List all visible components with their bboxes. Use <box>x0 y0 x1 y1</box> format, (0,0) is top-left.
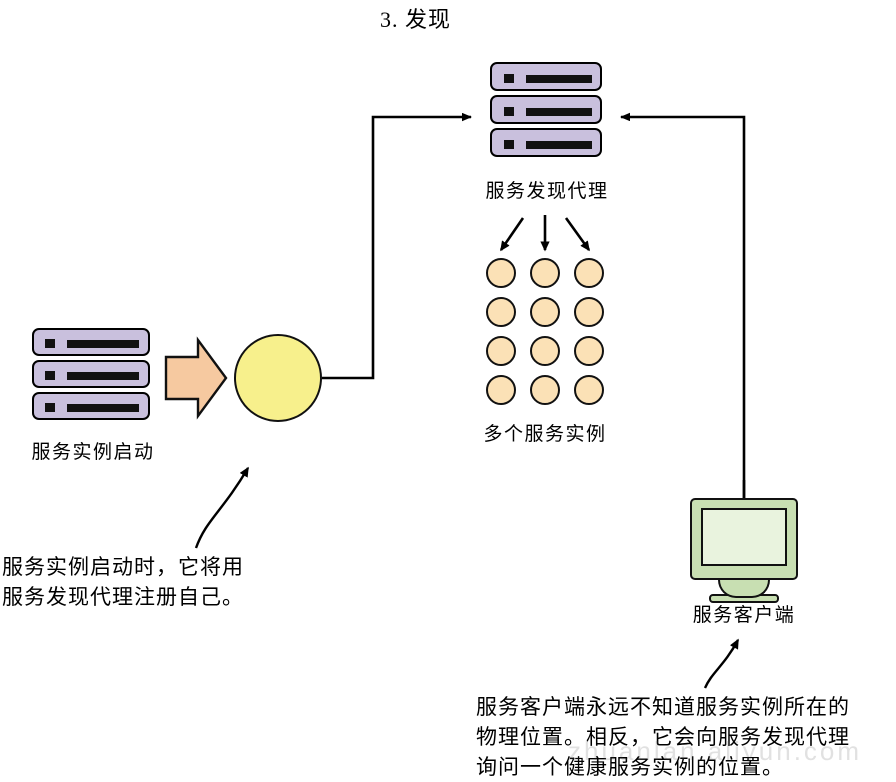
instance-circle-icon[interactable] <box>574 336 604 366</box>
left-note-text: 服务实例启动时，它将用 服务发现代理注册自己。 <box>2 555 244 609</box>
service-instance-startup-node[interactable] <box>32 328 150 424</box>
server-led-icon <box>45 371 55 380</box>
service-client-label: 服务客户端 <box>692 605 796 626</box>
instance-circle-icon[interactable] <box>530 258 560 288</box>
server-unit <box>32 392 150 420</box>
server-bar-icon <box>526 75 592 83</box>
server-led-icon <box>45 403 55 412</box>
block-arrow-right-icon <box>164 336 228 420</box>
service-instance-startup-label: 服务实例启动 <box>31 442 155 463</box>
server-bar-icon <box>67 340 139 348</box>
yellow-circle-icon[interactable] <box>234 334 322 422</box>
page-title: 3. 发现 <box>380 7 452 32</box>
left-note-callout <box>194 466 250 549</box>
registration-line <box>322 112 472 380</box>
instance-circle-icon[interactable] <box>530 375 560 405</box>
agent-to-instances-arrow-left <box>499 217 525 252</box>
server-bar-icon <box>67 372 139 380</box>
server-bar-icon <box>526 108 592 116</box>
instance-circle-icon[interactable] <box>574 375 604 405</box>
discovery-agent-label: 服务发现代理 <box>485 181 609 202</box>
monitor-screen-icon <box>701 508 787 566</box>
instance-circle-icon[interactable] <box>486 336 516 366</box>
server-unit <box>490 62 602 91</box>
instance-circle-icon[interactable] <box>486 258 516 288</box>
server-unit <box>490 95 602 124</box>
server-unit <box>490 128 602 157</box>
discovery-agent-node[interactable] <box>490 62 602 161</box>
server-led-icon <box>504 140 514 149</box>
instance-circle-icon[interactable] <box>574 258 604 288</box>
right-note-callout <box>703 638 740 689</box>
instance-circle-icon[interactable] <box>486 375 516 405</box>
server-bar-icon <box>67 404 139 412</box>
monitor-icon <box>690 498 798 580</box>
instance-circle-icon[interactable] <box>574 297 604 327</box>
instance-circle-icon[interactable] <box>530 297 560 327</box>
server-bar-icon <box>526 141 592 149</box>
agent-to-instances-arrow-right <box>564 217 591 252</box>
client-query-line <box>620 112 746 498</box>
server-led-icon <box>45 339 55 348</box>
instance-circle-icon[interactable] <box>530 336 560 366</box>
server-unit <box>32 328 150 356</box>
instance-circle-icon[interactable] <box>486 297 516 327</box>
multiple-instances-label: 多个服务实例 <box>483 424 607 445</box>
server-led-icon <box>504 107 514 116</box>
server-led-icon <box>504 74 514 83</box>
server-unit <box>32 360 150 388</box>
right-note-text: 服务客户端永远不知道服务实例所在的 物理位置。相反，它会向服务发现代理 询问一个… <box>476 695 850 779</box>
